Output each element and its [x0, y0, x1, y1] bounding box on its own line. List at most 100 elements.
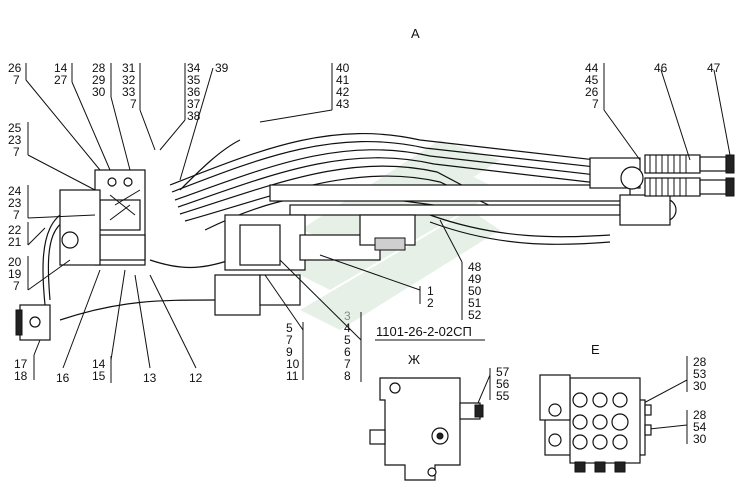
callout-label: 39 [215, 61, 229, 75]
callout-group-31-7: 31 32 33 7 [122, 61, 137, 111]
callout-label: 28 [693, 408, 707, 422]
callout-group-28-30: 28 29 30 [92, 61, 106, 99]
callout-label: 2 [427, 296, 434, 310]
callout-label: 56 [496, 377, 510, 391]
callout-label: 12 [189, 371, 203, 385]
callout-group-47: 47 [707, 61, 721, 75]
callout-label: 18 [14, 369, 28, 383]
callout-group-16: 16 [56, 371, 70, 385]
callout-label: 27 [54, 73, 68, 87]
view-zh-label: Ж [408, 352, 420, 367]
callout-label: 51 [468, 296, 482, 310]
callout-group-28-54-30: 28 54 30 [693, 408, 707, 446]
callout-label: 36 [187, 85, 201, 99]
callout-label: 53 [693, 367, 707, 381]
callout-group-3-8: 3 4 5 6 7 8 [344, 309, 351, 383]
callout-group-28-53-30: 28 53 30 [693, 355, 707, 393]
callout-label: 25 [8, 121, 22, 135]
callout-label: 14 [54, 61, 68, 75]
view-a-label: А [411, 26, 420, 41]
callout-group-17-18: 17 18 [14, 357, 28, 383]
drawing-code: 1101-26-2-02СП [376, 324, 472, 339]
callout-label: 34 [187, 61, 201, 75]
callout-label: 21 [8, 235, 22, 249]
callout-label: 29 [92, 73, 106, 87]
callout-label: 16 [56, 371, 70, 385]
callout-label: 5 [286, 321, 293, 335]
callout-label: 19 [8, 267, 22, 281]
callout-label: 7 [13, 208, 20, 222]
callout-group-48-52: 48 49 50 51 52 [468, 260, 482, 322]
detail-zh-valve [369, 377, 484, 481]
callout-label: 10 [286, 357, 300, 371]
callout-label: 23 [8, 133, 22, 147]
callout-label: 7 [13, 73, 20, 87]
callout-label: 20 [8, 255, 22, 269]
callout-label: 23 [8, 196, 22, 210]
pump-unit [214, 214, 416, 316]
callout-group-13: 13 [143, 371, 157, 385]
view-e-label: Е [591, 342, 600, 357]
callout-label: 45 [585, 73, 599, 87]
callout-label: 31 [122, 61, 136, 75]
callout-label: 55 [496, 389, 510, 403]
callout-label: 43 [336, 97, 350, 111]
callout-label: 26 [8, 61, 22, 75]
lower-cylinder [15, 304, 51, 341]
callout-label: 30 [693, 432, 707, 446]
quick-couplings [644, 154, 735, 197]
callout-label: 35 [187, 73, 201, 87]
callout-label: 13 [143, 371, 157, 385]
callout-label: 3 [344, 309, 351, 323]
callout-label: 24 [8, 184, 22, 198]
callout-group-14-15: 14 15 [92, 357, 106, 383]
callout-group-5-11: 5 7 9 10 11 [286, 321, 300, 383]
callout-label: 6 [344, 345, 351, 359]
callout-label: 7 [130, 97, 137, 111]
callout-label: 15 [92, 369, 106, 383]
callout-label: 11 [286, 369, 299, 383]
callout-label: 30 [693, 379, 707, 393]
callout-label: 48 [468, 260, 482, 274]
callout-group-20-7: 20 19 7 [8, 255, 22, 293]
callout-label: 7 [592, 97, 599, 111]
callout-label: 8 [344, 369, 351, 383]
callout-label: 14 [92, 357, 106, 371]
callout-group-46: 46 [654, 61, 668, 75]
callout-group-12: 12 [189, 371, 203, 385]
callout-label: 50 [468, 284, 482, 298]
callout-group-57-55: 57 56 55 [496, 365, 510, 403]
callout-group-40-43: 40 41 42 43 [336, 61, 350, 111]
callout-label: 33 [122, 85, 136, 99]
callout-label: 42 [336, 85, 350, 99]
callout-label: 54 [693, 420, 707, 434]
callout-label: 22 [8, 223, 22, 237]
callout-label: 7 [13, 145, 20, 159]
callout-label: 49 [468, 272, 482, 286]
leader-lines [25, 63, 731, 444]
callout-label: 37 [187, 97, 201, 111]
callout-label: 7 [344, 357, 351, 371]
callout-group-44-7: 44 45 26 7 [585, 61, 599, 111]
detail-e-control-block [539, 374, 652, 473]
callout-label: 7 [286, 333, 293, 347]
callout-group-34-38: 34 35 36 37 38 [187, 61, 201, 123]
callout-label: 17 [14, 357, 28, 371]
callout-group-1-2: 1 2 [427, 284, 434, 310]
callout-label: 46 [654, 61, 668, 75]
callout-label: 4 [344, 321, 351, 335]
callout-group-26-7: 26 7 [8, 61, 22, 87]
callout-label: 26 [585, 85, 599, 99]
callout-label: 30 [92, 85, 106, 99]
callout-label: 7 [13, 279, 20, 293]
callout-label: 1 [427, 284, 434, 298]
callout-label: 32 [122, 73, 136, 87]
callout-label: 52 [468, 308, 482, 322]
callout-label: 28 [693, 355, 707, 369]
distributor-block [59, 169, 146, 266]
callout-label: 5 [344, 333, 351, 347]
callout-label: 38 [187, 109, 201, 123]
callout-group-22-21: 22 21 [8, 223, 22, 249]
